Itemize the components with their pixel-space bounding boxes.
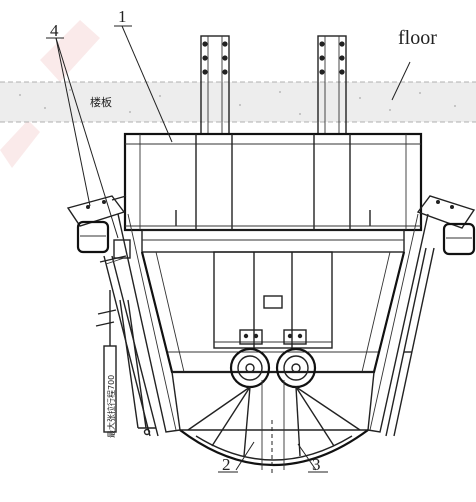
callout-3: 3 <box>312 455 321 474</box>
floor-label-cn: 楼板 <box>90 95 112 109</box>
top-frame <box>123 132 423 232</box>
side-legs <box>117 213 429 433</box>
leader-lines <box>55 25 411 471</box>
tapered-body <box>140 251 406 374</box>
floor-label: floor <box>398 27 437 49</box>
callout-2: 2 <box>222 455 231 474</box>
stroke-note: 最大张拉行程700 <box>106 375 116 438</box>
central-column <box>213 251 333 349</box>
floor-slab <box>0 81 476 123</box>
watermark <box>0 20 100 168</box>
cross-beam <box>141 229 405 253</box>
callout-1: 1 <box>118 7 127 26</box>
callout-4: 4 <box>50 21 59 40</box>
pulley-block <box>229 329 317 389</box>
tension-scale <box>95 290 156 436</box>
right-jack <box>385 195 476 437</box>
bottom-bracing <box>171 371 375 476</box>
